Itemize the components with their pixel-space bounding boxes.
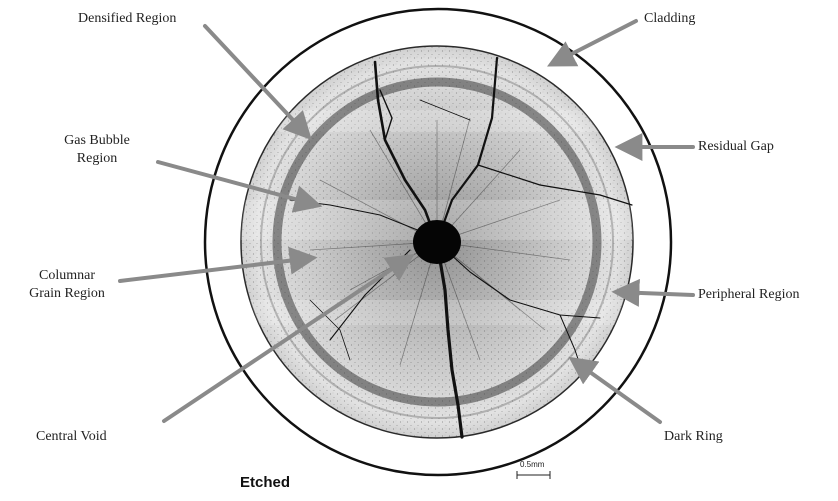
label-densified-region: Densified Region [78,10,176,28]
label-columnar-line1: Columnar [14,267,120,285]
label-cladding: Cladding [644,10,695,28]
label-peripheral-region: Peripheral Region [698,286,799,304]
label-gas-bubble-region: Gas Bubble Region [52,132,142,168]
label-dark-ring: Dark Ring [664,428,723,446]
label-gas-bubble-line1: Gas Bubble [52,132,142,150]
label-columnar-grain-region: Columnar Grain Region [14,267,120,303]
arrow-cladding [552,21,636,64]
label-residual-gap: Residual Gap [698,138,774,156]
label-gas-bubble-line2: Region [52,150,142,168]
figure-caption: Etched [240,474,290,491]
central-void [413,220,461,264]
scale-bar [517,471,550,479]
label-columnar-line2: Grain Region [14,285,120,303]
scale-bar-label: 0.5mm [520,460,544,469]
label-central-void: Central Void [36,428,107,446]
